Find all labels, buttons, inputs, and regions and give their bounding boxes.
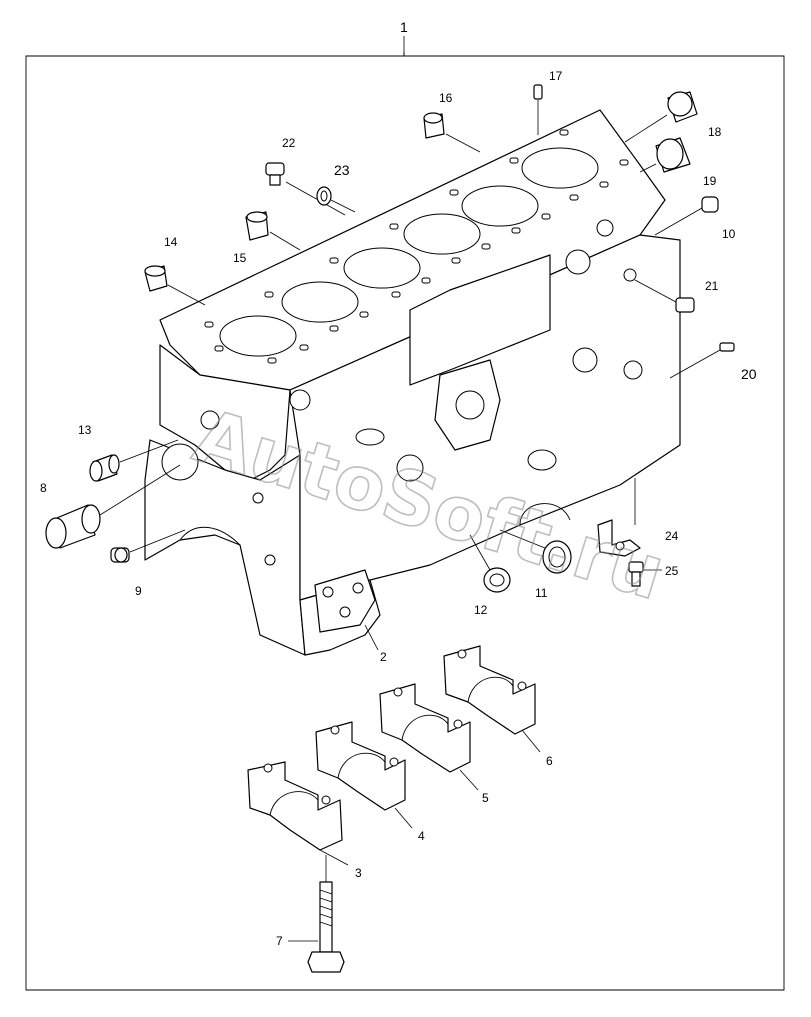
callout-23: 23: [334, 162, 350, 178]
callout-17: 17: [549, 69, 563, 83]
callout-15: 15: [233, 251, 247, 265]
part-7-bolt: [288, 855, 345, 973]
bore-3: [343, 247, 421, 289]
part-6-bearing-cap: [443, 645, 541, 753]
callout-2: 2: [380, 650, 387, 664]
callout-13: 13: [78, 423, 92, 437]
part-21-plug: [634, 279, 695, 313]
part-22-plug: [265, 162, 346, 216]
part-4-bearing-cap: [315, 721, 413, 829]
callout-5: 5: [482, 791, 489, 805]
assembly-frame: 1: [25, 19, 785, 991]
part-19-cup-plug: [639, 137, 691, 173]
part-11-seal: [499, 529, 572, 574]
callout-20: 20: [741, 366, 757, 382]
callout-10: 10: [722, 227, 736, 241]
part-9-plug: [110, 529, 186, 563]
callout-9: 9: [135, 584, 142, 598]
part-8-bushing: [45, 464, 181, 549]
cylinder-block: [144, 109, 681, 656]
callout-19: 19: [703, 174, 717, 188]
callout-18: 18: [708, 125, 722, 139]
part-23-washer: [316, 186, 356, 213]
callout-12: 12: [474, 603, 488, 617]
bore-2: [281, 281, 359, 323]
deck-holes: [204, 129, 629, 364]
callout-21: 21: [705, 279, 719, 293]
part-25-bolt: [628, 561, 662, 587]
callout-3: 3: [355, 866, 362, 880]
part-15-cup-plug: [245, 211, 301, 251]
callout-11: 11: [535, 586, 548, 600]
bore-1: [219, 315, 297, 357]
bore-5: [461, 185, 539, 227]
callout-6: 6: [546, 754, 553, 768]
part-3-bearing-cap: [247, 761, 349, 866]
callout-24: 24: [665, 529, 679, 543]
callout-4: 4: [418, 829, 425, 843]
callout-7: 7: [276, 934, 283, 948]
part-10-plug: [654, 196, 719, 236]
bore-6: [521, 147, 599, 189]
part-12-bushing: [469, 534, 511, 593]
callout-1: 1: [400, 19, 408, 35]
callout-16: 16: [439, 91, 453, 105]
part-17-dowel-pin: [533, 84, 543, 135]
callout-14: 14: [164, 235, 178, 249]
part-14-cup-plug: [144, 265, 206, 306]
part-20-pin: [669, 342, 735, 379]
part-24-bracket: [597, 478, 641, 557]
callout-labels: 2 3 4 5 6 7 8 9 10 11 12 13 14 15 16 17 …: [40, 69, 757, 948]
bore-4: [403, 213, 481, 255]
callout-8: 8: [40, 481, 47, 495]
part-13-bushing: [89, 439, 179, 482]
part-5-bearing-cap: [379, 683, 479, 791]
part-16-cup-plug: [423, 112, 481, 153]
callout-25: 25: [665, 564, 679, 578]
part-18-cup-plug: [624, 91, 698, 143]
callout-22: 22: [282, 136, 296, 150]
